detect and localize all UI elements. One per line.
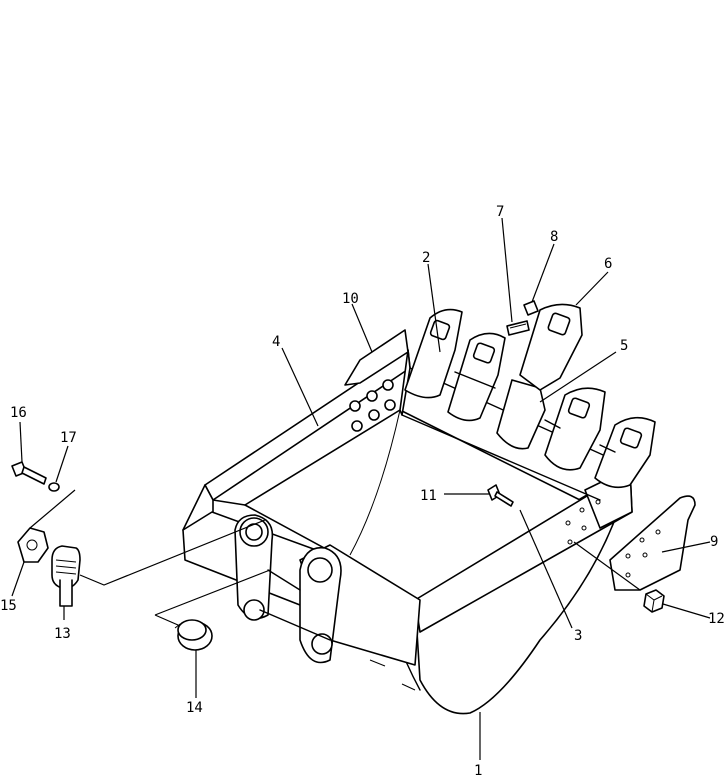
tooth-pin: [523, 300, 539, 316]
callout-6: 6: [604, 256, 612, 272]
tooth-5: [594, 416, 656, 489]
bolt-16: [11, 461, 47, 485]
callout-17: 17: [60, 430, 77, 446]
callout-7: 7: [496, 204, 504, 220]
tooth-2: [447, 332, 506, 422]
callout-1: 1: [474, 763, 482, 775]
left-plate-bolt-holes: [349, 379, 396, 432]
callout-3: 3: [574, 628, 582, 644]
bolt-11: [487, 484, 514, 507]
callout-8: 8: [550, 229, 558, 245]
shim-block-13: [51, 545, 81, 607]
callout-10: 10: [342, 291, 359, 307]
side-cutter-left: [344, 329, 409, 386]
tooth-4: [544, 387, 606, 471]
right-side-plate: [414, 467, 633, 633]
callout-14: 14: [186, 700, 203, 716]
bushing-14: [174, 619, 213, 651]
boss-bracket: [182, 511, 421, 691]
callout-12: 12: [708, 611, 725, 627]
tooth-1: [404, 308, 463, 399]
assembly-lines: [29, 489, 641, 626]
callout-15: 15: [0, 598, 17, 614]
cap-15: [17, 527, 49, 563]
callout-16: 16: [10, 405, 27, 421]
callout-labels: 1 2 3 4 5 6 7 8 9 10 11 12 13 14 15 16 1…: [0, 204, 725, 775]
lock-pin: [506, 320, 530, 336]
leader-lines: [11, 217, 711, 760]
callout-5: 5: [620, 338, 628, 354]
nut-12: [643, 589, 665, 613]
callout-2: 2: [422, 250, 430, 266]
callout-9: 9: [710, 534, 718, 550]
washer-17: [48, 482, 60, 492]
callout-11: 11: [420, 488, 437, 504]
tooth-3: [496, 303, 583, 450]
bucket-teeth: [401, 303, 656, 501]
callout-4: 4: [272, 334, 280, 350]
side-cutter-right: [609, 495, 696, 591]
callout-13: 13: [54, 626, 71, 642]
